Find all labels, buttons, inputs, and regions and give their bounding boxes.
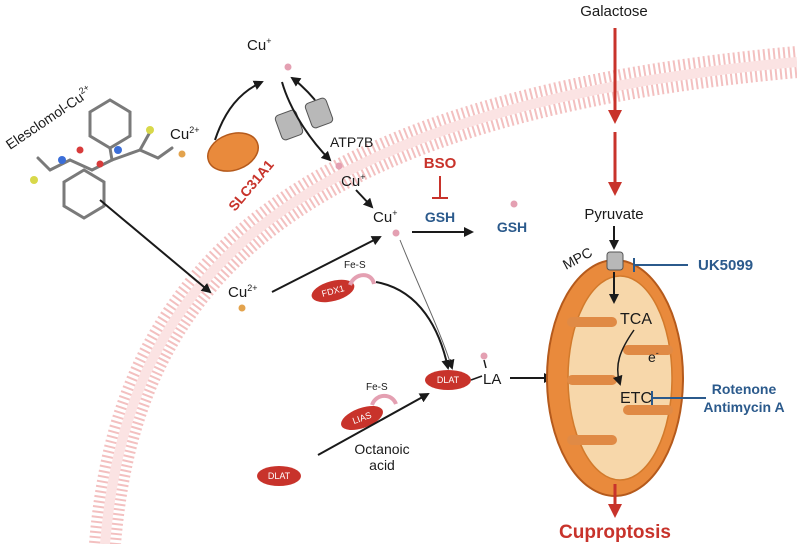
- dlat-mid-label: DLAT: [437, 375, 460, 385]
- cell-membrane: [89, 46, 797, 544]
- la-label: LA: [483, 371, 501, 388]
- tca-label: TCA: [620, 311, 652, 328]
- tca-to-etc-arrow: [612, 329, 635, 386]
- etc-label: ETC: [620, 390, 652, 407]
- cu-mid-arrow: [355, 189, 374, 209]
- fes-top-label: Fe-S: [344, 260, 366, 271]
- fdx1-protein: FDX1 Fe-S: [311, 260, 376, 303]
- la-cu-dot: [480, 352, 488, 360]
- atp7b-transporter: ATP7B: [274, 97, 373, 150]
- cu-top-dot: [284, 63, 292, 71]
- galactose-label: Galactose: [580, 3, 648, 20]
- octanoic-arrow: [317, 393, 430, 456]
- cu-mid-label: Cu+: [341, 172, 365, 190]
- galactose-pathway: Galactose Pyruvate: [580, 3, 648, 223]
- rotenone-label: Rotenone: [712, 381, 777, 397]
- elesclomol-to-cu2-arrow: [99, 199, 212, 294]
- electron-label: e-: [648, 348, 659, 365]
- fes-bottom-label: Fe-S: [366, 382, 388, 393]
- dlat-la-complex: DLAT LA: [425, 352, 501, 390]
- gsh-right-label: GSH: [497, 219, 527, 235]
- cuproptosis-label: Cuproptosis: [559, 522, 671, 543]
- elesclomol-label: Elesclomol-Cu2+: [2, 82, 95, 152]
- cu-top-label: Cu+: [247, 36, 271, 54]
- lias-fes-cluster: [370, 393, 398, 406]
- bso-label: BSO: [424, 155, 457, 172]
- mitochondrion: MPC TCA e- ETC: [546, 226, 684, 497]
- cu-to-dlat-arrow: [399, 239, 455, 370]
- fdx1-fes-cluster: [348, 273, 376, 286]
- octanoic-label: Octanoic: [354, 441, 409, 457]
- acid-label: acid: [369, 457, 395, 473]
- fdx1-to-dlat-arrow: [375, 281, 452, 370]
- antimycin-label: Antimycin A: [703, 399, 784, 415]
- cu2-left-dot: [178, 150, 186, 158]
- uk5099-label: UK5099: [698, 257, 753, 274]
- gsh-left-label: GSH: [425, 209, 455, 225]
- dlat-bottom-protein: DLAT: [257, 466, 301, 486]
- cu-center-dot: [392, 229, 400, 237]
- dlat-bottom-label: DLAT: [268, 471, 291, 481]
- mpc-transporter: [606, 251, 624, 271]
- atp7b-efflux-arrow: [290, 76, 316, 101]
- atp7b-influx-arrow: [281, 81, 332, 162]
- cu2-to-cu-arrow: [271, 236, 382, 293]
- pyruvate-label: Pyruvate: [584, 206, 643, 223]
- atp7b-label: ATP7B: [330, 134, 373, 150]
- cu2-left-label: Cu2+: [170, 125, 199, 143]
- elesclomol-molecule: Elesclomol-Cu2+: [2, 82, 174, 220]
- cu-mid-dot: [335, 162, 343, 170]
- cu2-lower-dot: [238, 304, 246, 312]
- cu2-lower-label: Cu2+: [228, 283, 257, 301]
- gsh-right-dot: [510, 200, 518, 208]
- slc31a1-uptake-arrow: [214, 80, 264, 141]
- cu-center-label: Cu+: [373, 208, 397, 226]
- slc31a1-transporter: SLC31A1: [207, 132, 277, 214]
